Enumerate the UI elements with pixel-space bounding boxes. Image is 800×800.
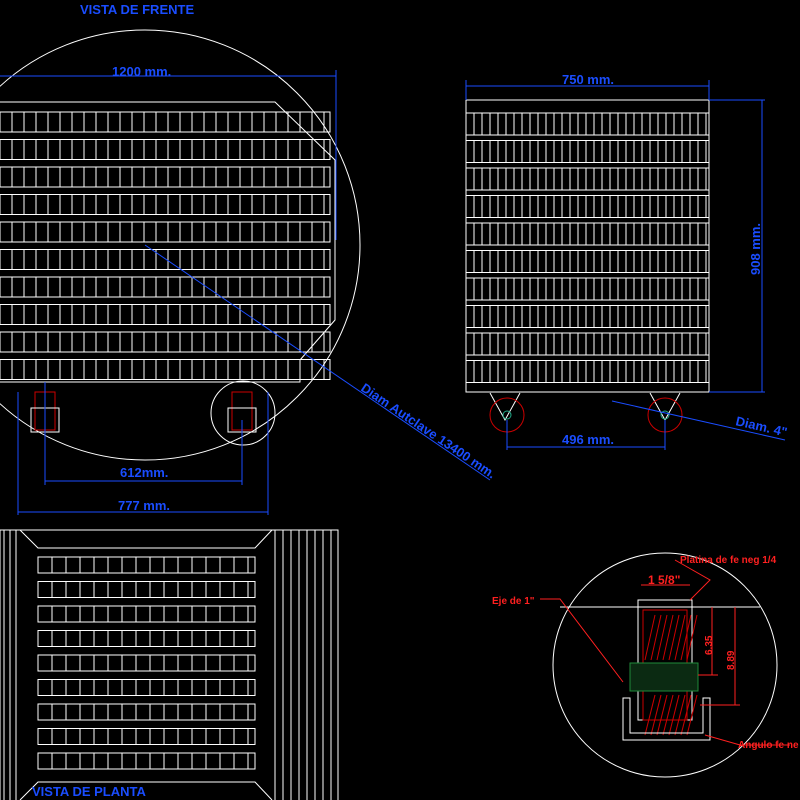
hatch-line: [656, 614, 668, 661]
detail-width-dim: 1 5/8": [648, 573, 680, 587]
autoclave-diameter-dim: Diam Autclave 13400 mm.: [358, 380, 498, 481]
shelf-row: [37, 605, 256, 623]
shelf-row: [37, 630, 256, 647]
shelf-row: [0, 194, 331, 215]
detail-dim-a: 6.35: [704, 635, 715, 655]
shelf-row: [0, 139, 331, 160]
shelf-row: [37, 703, 256, 721]
shelf-row: [0, 111, 331, 133]
hatch-line: [644, 614, 656, 661]
side-dimensions: [465, 80, 786, 450]
hatch-line: [686, 614, 698, 661]
shelf-row: [465, 250, 710, 273]
shelf-row: [37, 679, 256, 696]
shelf-row: [465, 195, 710, 218]
front-wheel-spacing-dim: 612mm.: [120, 465, 168, 480]
shelf-row: [37, 752, 256, 770]
front-view: [0, 29, 361, 461]
hatch-line: [650, 614, 662, 661]
shelf-row: [37, 581, 256, 598]
axle-label: Eje de 1": [492, 596, 535, 607]
shelf-row: [0, 359, 331, 380]
hatch-line: [668, 694, 680, 736]
shelf-row: [465, 167, 710, 191]
shelf-row: [0, 331, 331, 353]
shelf-row: [37, 654, 256, 672]
axle-section: [629, 662, 699, 692]
side-view: [465, 99, 710, 433]
shelf-row: [465, 112, 710, 136]
shelf-row: [0, 276, 331, 298]
shelf-row: [465, 277, 710, 301]
hatch-line: [674, 694, 686, 736]
shelf-row: [0, 221, 331, 243]
front-width-dim: 1200 mm.: [112, 64, 171, 79]
hatch-line: [680, 614, 692, 661]
shelf-row: [37, 728, 256, 745]
shelf-row: [465, 222, 710, 246]
hatch-line: [674, 614, 686, 661]
angle-section: [622, 697, 711, 741]
hatch-line: [680, 694, 692, 736]
shelf-row: [465, 140, 710, 163]
plate-label: Platina de fe neg 1/4: [680, 555, 777, 566]
hatch-line: [662, 614, 674, 661]
side-wheel-spacing-dim: 496 mm.: [562, 432, 614, 447]
hatch-line: [656, 694, 668, 736]
front-base-width-dim: 777 mm.: [118, 498, 170, 513]
side-height-dim: 908 mm.: [748, 223, 763, 275]
hatch-line: [662, 694, 674, 736]
angle-label: Angulo fe ne: [738, 740, 799, 751]
plan-view-title: VISTA DE PLANTA: [32, 784, 146, 799]
shelf-row: [465, 305, 710, 328]
wheel-diameter-dim: Diam. 4": [734, 413, 788, 439]
autoclave-circle: [0, 29, 361, 461]
hatch-line: [686, 694, 698, 736]
detail-dim-b: 8.89: [726, 650, 737, 670]
detail-view: [540, 552, 790, 778]
shelf-row: [0, 249, 331, 270]
shelf-row: [0, 304, 331, 325]
shelf-row: [0, 166, 331, 188]
hatch-line: [644, 694, 656, 736]
front-dimensions: [0, 70, 491, 515]
hatch-line: [650, 694, 662, 736]
side-width-dim: 750 mm.: [562, 72, 614, 87]
hatch-line: [668, 614, 680, 661]
front-view-title: VISTA DE FRENTE: [80, 2, 194, 17]
shelf-row: [37, 556, 256, 574]
front-rack-outline: [0, 101, 336, 383]
detail-callout-circle: [210, 380, 276, 446]
plan-view: [0, 529, 339, 800]
shelf-row: [465, 360, 710, 383]
shelf-row: [465, 332, 710, 356]
